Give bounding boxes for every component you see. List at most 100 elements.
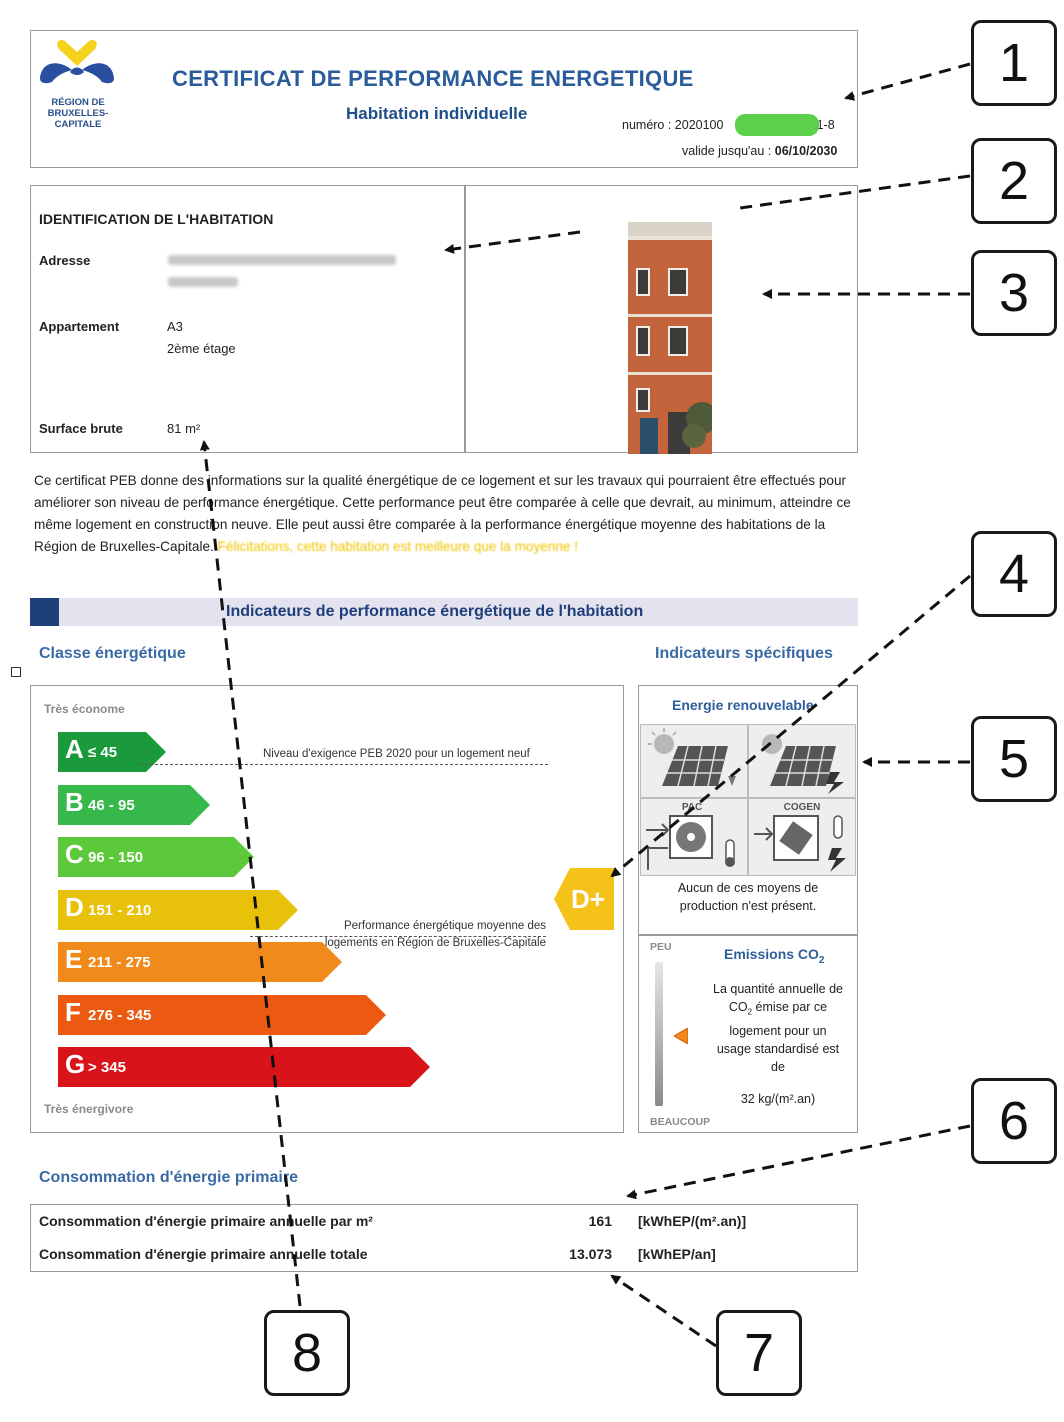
energy-class-range: 151 - 210 [88, 901, 152, 919]
intro-paragraph: Ce certificat PEB donne des informations… [34, 470, 856, 558]
energy-class-heading: Classe énergétique [39, 645, 186, 662]
energy-class-letter: A [65, 734, 84, 764]
valid-label: valide jusqu'au : [682, 144, 772, 158]
valid-date: 06/10/2030 [774, 144, 838, 158]
emissions-scale [655, 962, 663, 1106]
arrow-1 [844, 62, 971, 101]
energy-class-bar-g: G> 345 [58, 1047, 430, 1087]
new-standard-line [140, 764, 548, 765]
energy-class-letter: G [65, 1049, 86, 1079]
indicators-heading: Indicateurs spécifiques [655, 645, 833, 662]
callout-5: 5 [971, 716, 1057, 802]
consumption-per-m2-unit: [kWhEP/(m².an)] [638, 1213, 747, 1229]
energy-class-letter: E [65, 944, 83, 974]
energy-class-bar-e: E 211 - 275 [58, 942, 342, 982]
section-bar-marker [30, 598, 59, 626]
consumption-heading: Consommation d'énergie primaire [39, 1169, 298, 1186]
address-label: Adresse [39, 253, 91, 268]
co2-subscript: 2 [747, 1007, 753, 1017]
emissions-text-line1: La quantité annuelle de [713, 982, 843, 996]
identification-divider [464, 186, 466, 452]
current-class-badge: D+ [554, 868, 614, 930]
redaction-mark [735, 114, 819, 136]
cogeneration-icon: COGEN [754, 802, 846, 872]
emissions-box [638, 935, 858, 1133]
emissions-text-line2: CO2 émise par ce [700, 998, 856, 1022]
callout-2: 2 [971, 138, 1057, 224]
cogen-label: COGEN [784, 802, 821, 813]
identification-heading: IDENTIFICATION DE L'HABITATION [39, 211, 274, 227]
callout-4: 4 [971, 531, 1057, 617]
energy-class-bar-a: A≤ 45 [58, 732, 166, 772]
surface-value: 81 m² [167, 421, 201, 436]
address-blurred [168, 255, 396, 265]
renewable-text: Aucun de ces moyens de production n'est … [677, 881, 819, 913]
callout-1: 1 [971, 20, 1057, 106]
heat-pump-icon: PAC [646, 802, 735, 870]
surface-label: Surface brute [39, 421, 123, 436]
scale-bottom-label: BEAUCOUP [650, 1116, 711, 1128]
emissions-title: Emissions CO2 [724, 946, 824, 966]
certificate-title: CERTIFICAT DE PERFORMANCE ENERGETIQUE [172, 66, 694, 91]
average-note-line1: Performance énergétique moyenne des [343, 920, 546, 932]
energy-class-range: 276 - 345 [88, 1006, 152, 1024]
apartment-value: A3 [167, 319, 183, 334]
energy-class-range: 211 - 275 [88, 954, 151, 971]
section-title: Indicateurs de performance énergétique d… [226, 603, 644, 620]
emissions-text-line4: usage standardisé est [716, 1041, 840, 1056]
energy-class-range: > 345 [88, 1059, 126, 1076]
new-standard-note: Niveau d'exigence PEB 2020 pour un logem… [263, 748, 530, 760]
energy-class-range: ≤ 45 [88, 744, 118, 761]
renewable-title: Energie renouvelable [672, 697, 814, 713]
solar-pv-icon [762, 734, 844, 794]
current-class-label: D+ [571, 884, 605, 914]
callout-6: 6 [971, 1078, 1057, 1164]
consumption-total-value: 13.073 [569, 1246, 612, 1262]
validity-date: valide jusqu'au : 06/10/2030 [682, 144, 837, 158]
average-note-line2: logements en Région de Bruxelles-Capital… [324, 937, 546, 949]
average-line [250, 936, 546, 937]
small-square-marker [11, 667, 21, 677]
energy-class-letter: D [65, 891, 84, 922]
very-economical-label: Très économe [44, 702, 125, 716]
energy-class-letter: C [65, 839, 84, 869]
emissions-text-line3: logement pour un [729, 1023, 827, 1038]
consumption-box [30, 1204, 858, 1272]
scale-top-label: PEU [650, 941, 672, 953]
emissions-level-marker [674, 1028, 688, 1044]
emissions-text: La quantité annuelle de CO2 émise par ce… [700, 980, 856, 1076]
emissions-title-subscript: 2 [818, 954, 825, 966]
emissions-text-line5: de [771, 1059, 785, 1074]
energy-class-letter: B [65, 786, 84, 817]
arrow-7 [610, 1274, 717, 1348]
emissions-value: 32 kg/(m².an) [740, 1092, 816, 1106]
apartment-label: Appartement [39, 319, 120, 334]
co2-text: CO [728, 1000, 748, 1014]
consumption-total-unit: [kWhEP/an] [638, 1246, 716, 1262]
arrow-6 [626, 1124, 971, 1200]
building-photo [628, 222, 712, 454]
consumption-per-m2-value: 161 [588, 1213, 612, 1229]
intro-highlight: Félicitations, cette habitation est meil… [217, 539, 579, 554]
header-box [30, 30, 858, 168]
number-prefix: numéro : 2020100 [622, 118, 724, 132]
region-logo-text: RÉGION DE BRUXELLES-CAPITALE [47, 97, 109, 130]
callout-8: 8 [264, 1310, 350, 1396]
energy-class-range: 46 - 95 [88, 796, 135, 814]
city-blurred [168, 277, 238, 287]
callout-7: 7 [716, 1310, 802, 1396]
very-energy-intensive-label: Très énergivore [44, 1102, 134, 1116]
energy-class-range: 96 - 150 [88, 849, 144, 866]
region-logo-icon [40, 39, 114, 84]
pac-label: PAC [682, 802, 702, 813]
consumption-total-label: Consommation d'énergie primaire annuelle… [39, 1246, 368, 1262]
identification-box [30, 185, 858, 453]
solar-thermal-icon [648, 728, 736, 787]
callout-3: 3 [971, 250, 1057, 336]
emissions-title-text: Emissions CO [724, 946, 819, 962]
certificate-subtitle: Habitation individuelle [346, 104, 528, 123]
